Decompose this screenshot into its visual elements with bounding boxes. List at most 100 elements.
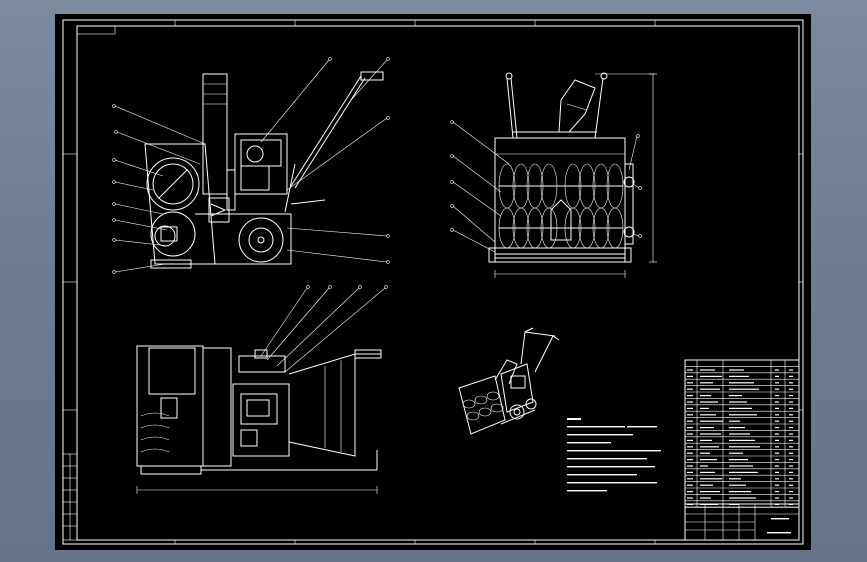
parts-list-cell-mark — [687, 471, 693, 473]
parts-list-cell-mark — [789, 382, 793, 384]
parts-list-cell-mark — [775, 439, 779, 441]
parts-list-cell-mark — [700, 401, 718, 403]
parts-list-cell-mark — [700, 452, 710, 454]
parts-list-cell-mark — [700, 433, 721, 435]
parts-list-cell-mark — [775, 459, 779, 461]
front-view — [450, 72, 657, 278]
parts-list-cell-mark — [729, 478, 741, 480]
parts-list-cell-mark — [729, 446, 760, 448]
parts-list-cell-mark — [700, 369, 715, 371]
parts-list-cell-mark — [687, 369, 693, 371]
parts-list-cell-mark — [687, 382, 693, 384]
parts-list-cell-mark — [775, 382, 779, 384]
parts-list-cell-mark — [729, 382, 754, 384]
parts-list-cell-mark — [775, 388, 779, 390]
parts-list-cell-mark — [789, 433, 793, 435]
parts-list-cell-mark — [775, 414, 779, 416]
parts-list-cell-mark — [789, 491, 793, 493]
parts-list-cell-mark — [789, 459, 793, 461]
parts-list-cell-mark — [687, 439, 693, 441]
parts-list-cell-mark — [729, 388, 759, 390]
parts-list-cell-mark — [729, 465, 753, 467]
parts-list — [684, 359, 800, 508]
parts-list-cell-mark — [700, 407, 709, 409]
revision-strip — [62, 453, 78, 541]
parts-list-cell-mark — [789, 484, 793, 486]
parts-list-cell-mark — [687, 452, 693, 454]
parts-list-cell-mark — [775, 427, 779, 429]
parts-list-cell-mark — [775, 401, 779, 403]
parts-list-cell-mark — [775, 497, 779, 499]
parts-list-cell-mark — [700, 427, 714, 429]
stamp-box — [76, 25, 116, 35]
parts-list-cell-mark — [789, 427, 793, 429]
parts-list-cell-mark — [687, 491, 693, 493]
parts-list-cell-mark — [700, 465, 708, 467]
parts-list-cell-mark — [729, 369, 744, 371]
parts-list-cell-mark — [789, 478, 793, 480]
drawing-sheet[interactable] — [55, 14, 811, 550]
isometric-view — [458, 327, 560, 435]
parts-list-cell-mark — [789, 420, 793, 422]
parts-list-cell-mark — [775, 452, 779, 454]
parts-list-cell-mark — [789, 369, 793, 371]
parts-list-cell-mark — [687, 414, 693, 416]
parts-list-cell-mark — [700, 497, 711, 499]
parts-list-cell-mark — [687, 407, 693, 409]
parts-list-cell-mark — [687, 478, 693, 480]
parts-list-cell-mark — [775, 395, 779, 397]
parts-list-cell-mark — [789, 446, 793, 448]
parts-list-cell-mark — [687, 427, 693, 429]
parts-list-cell-mark — [729, 452, 743, 454]
parts-list-cell-mark — [700, 414, 716, 416]
parts-list-cell-mark — [729, 427, 745, 429]
parts-list-cell-mark — [729, 414, 757, 416]
side-view — [112, 57, 390, 274]
parts-list-cell-mark — [729, 459, 748, 461]
parts-list-cell-mark — [789, 497, 793, 499]
parts-list-cell-mark — [729, 407, 752, 409]
parts-list-cell-mark — [789, 471, 793, 473]
cad-drawing — [62, 19, 804, 545]
parts-list-cell-mark — [687, 395, 693, 397]
parts-list-cell-mark — [687, 433, 693, 435]
parts-list-cell-mark — [775, 420, 779, 422]
parts-list-cell-mark — [775, 446, 779, 448]
parts-list-cell-mark — [729, 375, 749, 377]
parts-list-cell-mark — [775, 433, 779, 435]
parts-list-cell-mark — [775, 484, 779, 486]
parts-list-cell-mark — [700, 420, 723, 422]
parts-list-cell-mark — [687, 446, 693, 448]
parts-list-cell-mark — [700, 382, 713, 384]
parts-list-cell-mark — [687, 375, 693, 377]
parts-list-cell-mark — [729, 433, 750, 435]
parts-list-cell-mark — [700, 459, 717, 461]
parts-list-cell-mark — [729, 395, 742, 397]
parts-list-cell-mark — [729, 420, 740, 422]
parts-list-cell-mark — [700, 484, 713, 486]
parts-list-cell-mark — [700, 375, 722, 377]
parts-list-cell-mark — [775, 375, 779, 377]
parts-list-cell-mark — [789, 388, 793, 390]
parts-list-cell-mark — [775, 491, 779, 493]
parts-list-cell-mark — [700, 395, 711, 397]
title-block — [684, 503, 800, 541]
parts-list-cell-mark — [687, 459, 693, 461]
parts-list-cell-mark — [729, 439, 755, 441]
parts-list-cell-mark — [789, 375, 793, 377]
parts-list-cell-mark — [789, 401, 793, 403]
parts-list-frame — [684, 359, 800, 508]
top-view — [136, 285, 388, 494]
parts-list-cell-mark — [789, 439, 793, 441]
parts-list-cell-mark — [789, 407, 793, 409]
parts-list-cell-mark — [789, 414, 793, 416]
parts-list-cell-mark — [687, 401, 693, 403]
parts-list-cell-mark — [775, 471, 779, 473]
parts-list-cell-mark — [775, 478, 779, 480]
parts-list-cell-mark — [775, 369, 779, 371]
parts-list-cell-mark — [700, 439, 712, 441]
parts-list-cell-mark — [687, 497, 693, 499]
parts-list-cell-mark — [700, 491, 720, 493]
parts-list-cell-mark — [775, 465, 779, 467]
